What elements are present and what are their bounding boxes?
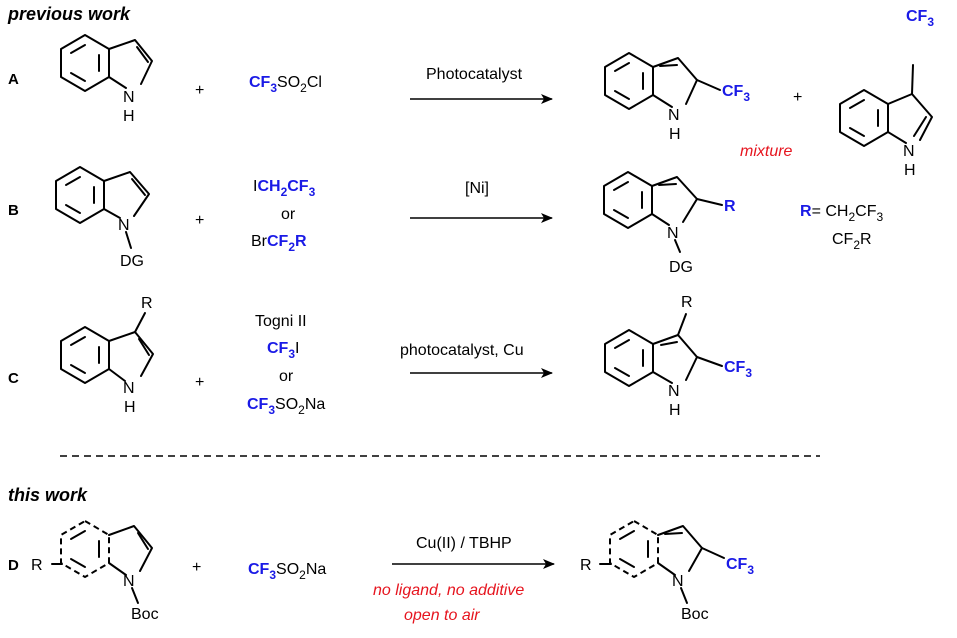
reagent-c-2: CF3I [267, 340, 299, 361]
product-d-n: N [672, 573, 684, 590]
indole-b-n: N [118, 217, 130, 234]
product-d-r: R [580, 557, 592, 574]
reagent-b-1: ICH2CF3 [253, 178, 316, 199]
product-b-dg: DG [669, 259, 693, 276]
r-definition-1: R= CH2CF3 [800, 203, 883, 224]
conditions-a: Photocatalyst [426, 66, 523, 83]
plus-d: + [192, 559, 201, 576]
product-c-cf3: CF3 [724, 359, 752, 380]
reagent-b-or: or [281, 206, 296, 223]
header-previous-work: previous work [7, 4, 131, 24]
indole-b-start: N DG [55, 166, 150, 270]
product-a-cf3: CF3 [722, 83, 750, 104]
note-d-2: open to air [404, 607, 480, 624]
row-label-b: B [8, 202, 19, 219]
indole-c-n: N [123, 380, 135, 397]
plus-a: + [195, 82, 204, 99]
plus-a2: + [793, 89, 802, 106]
r-definition-2: CF2R [832, 231, 872, 252]
reagent-b-2: BrCF2R [251, 233, 307, 254]
reagent-c-3: CF3SO2Na [247, 396, 325, 417]
indole-c-r: R [141, 295, 153, 312]
indole-d-start: R N Boc [31, 519, 159, 623]
conditions-c: photocatalyst, Cu [400, 342, 524, 359]
row-label-c: C [8, 370, 19, 387]
product-a2-h: H [904, 162, 916, 179]
reagent-c-or: or [279, 368, 294, 385]
indole-a-start: N H [60, 34, 153, 125]
indole-a-n: N [123, 89, 135, 106]
row-label-d: D [8, 557, 19, 574]
indole-d-boc: Boc [131, 606, 159, 623]
note-mixture: mixture [740, 143, 793, 160]
product-b-n: N [667, 225, 679, 242]
product-a-2cf3: N H CF3 [604, 52, 750, 143]
reagent-a: CF3SO2Cl [249, 74, 322, 95]
indole-d-r: R [31, 557, 43, 574]
product-a-n: N [668, 107, 680, 124]
header-this-work: this work [8, 485, 88, 505]
conditions-d: Cu(II) / TBHP [416, 535, 512, 552]
product-c-n: N [668, 383, 680, 400]
row-label-a: A [8, 71, 19, 88]
product-b-r: R [724, 198, 736, 215]
reagent-c-1: Togni II [255, 313, 307, 330]
indole-c-h: H [124, 399, 136, 416]
reagent-d: CF3SO2Na [248, 561, 326, 582]
indole-d-n: N [123, 573, 135, 590]
product-c-h: H [669, 402, 681, 419]
conditions-b: [Ni] [465, 180, 489, 197]
product-b: N DG R [603, 171, 736, 276]
product-d: R N Boc CF3 [580, 519, 754, 623]
product-d-cf3: CF3 [726, 556, 754, 577]
indole-a-h: H [123, 108, 135, 125]
product-c: R N H CF3 [604, 294, 752, 419]
product-a-3cf3: N H CF3 [839, 8, 934, 179]
product-d-boc: Boc [681, 606, 709, 623]
indole-b-dg: DG [120, 253, 144, 270]
note-d-1: no ligand, no additive [373, 582, 524, 599]
indole-c-start: R N H [60, 295, 154, 416]
product-a2-n: N [903, 143, 915, 160]
plus-c: + [195, 374, 204, 391]
product-c-r: R [681, 294, 693, 311]
product-a-h: H [669, 126, 681, 143]
plus-b: + [195, 212, 204, 229]
product-a2-cf3: CF3 [906, 8, 934, 29]
